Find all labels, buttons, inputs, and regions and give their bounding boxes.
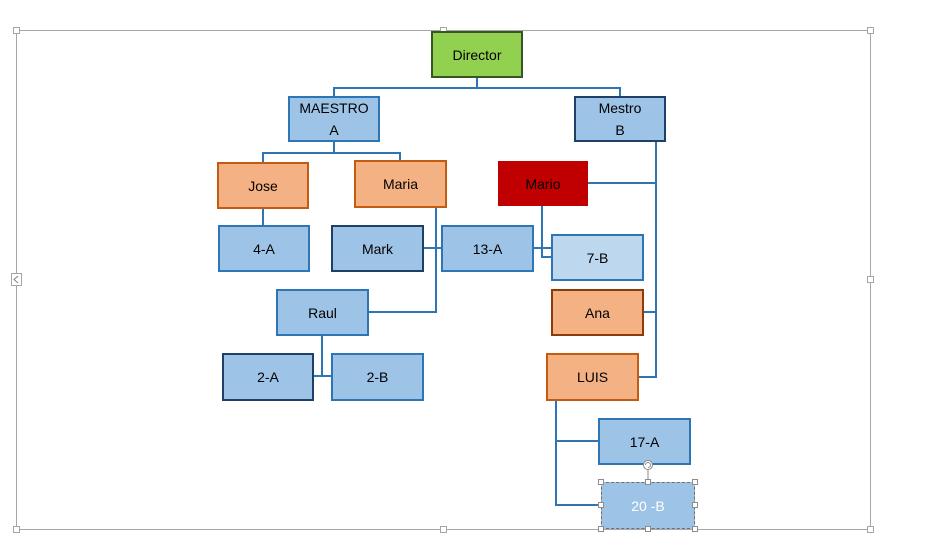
node-maestro-a[interactable]: MAESTRO A bbox=[288, 96, 380, 142]
connector-director-mestro-b bbox=[477, 87, 621, 97]
resize-handle-top-right[interactable] bbox=[692, 479, 698, 485]
node-13a[interactable]: 13-A bbox=[441, 225, 534, 272]
node-mestro-b-label-line1: Mestro bbox=[598, 100, 642, 116]
node-mario-label: Mario bbox=[525, 175, 561, 192]
connector-luis-17a bbox=[555, 400, 599, 442]
node-maestro-a-label-line1: MAESTRO bbox=[299, 100, 369, 116]
node-ana[interactable]: Ana bbox=[551, 289, 644, 336]
node-mestro-b-label-line2: B bbox=[615, 122, 625, 138]
chevron-left-icon[interactable] bbox=[11, 273, 22, 286]
canvas-frame-handles[interactable] bbox=[13, 27, 874, 533]
node-ana-label: Ana bbox=[585, 304, 610, 321]
node-2b[interactable]: 2-B bbox=[331, 353, 424, 401]
node-luis-label: LUIS bbox=[576, 369, 609, 385]
node-4a-label: 4-A bbox=[253, 240, 275, 257]
node-20b[interactable]: 20 -B bbox=[601, 482, 695, 529]
node-jose-label: Jose bbox=[248, 177, 278, 194]
resize-handle-bottom-left[interactable] bbox=[598, 526, 604, 532]
connector-raul-2a bbox=[313, 335, 323, 377]
node-17a-label: 17-A bbox=[629, 433, 660, 450]
connector-mestro-b-luis bbox=[638, 141, 657, 378]
node-17a[interactable]: 17-A bbox=[598, 418, 691, 465]
connector-director-maestro-a bbox=[333, 77, 478, 97]
connectors bbox=[262, 77, 657, 506]
canvas-frame bbox=[16, 30, 871, 530]
connector-maestro-a-maria bbox=[334, 152, 401, 160]
resize-handle-bottom-right[interactable] bbox=[692, 526, 698, 532]
node-mark-label: Mark bbox=[361, 240, 394, 257]
node-director[interactable]: Director bbox=[431, 31, 523, 78]
resize-handle-left[interactable] bbox=[598, 502, 604, 508]
node-2a[interactable]: 2-A bbox=[222, 353, 314, 401]
node-7b-label: 7-B bbox=[586, 249, 609, 266]
node-maria[interactable]: Maria bbox=[354, 160, 447, 208]
node-maria-label: Maria bbox=[382, 176, 418, 192]
connector-maestro-a-jose bbox=[262, 141, 335, 162]
connector-luis-20b bbox=[555, 441, 601, 506]
node-4a[interactable]: 4-A bbox=[218, 225, 310, 272]
node-13a-label: 13-A bbox=[472, 240, 503, 257]
connector-maria-raul bbox=[369, 207, 437, 313]
node-mark[interactable]: Mark bbox=[331, 225, 424, 272]
resize-handle-right[interactable] bbox=[692, 502, 698, 508]
connector-mario-7b bbox=[541, 206, 552, 258]
node-2a-label: 2-A bbox=[257, 369, 279, 385]
node-20b-label: 20 -B bbox=[631, 497, 665, 514]
rotate-icon[interactable] bbox=[642, 459, 654, 471]
node-director-label: Director bbox=[452, 46, 502, 63]
node-raul-label: Raul bbox=[308, 304, 337, 321]
node-maestro-a-label-line2: A bbox=[329, 122, 339, 138]
node-2b-label: 2-B bbox=[366, 369, 389, 385]
node-luis[interactable]: LUIS bbox=[546, 353, 639, 401]
node-jose[interactable]: Jose bbox=[217, 162, 309, 209]
resize-handle-bottom[interactable] bbox=[645, 526, 651, 532]
node-mario[interactable]: Mario bbox=[498, 161, 588, 206]
node-raul[interactable]: Raul bbox=[276, 289, 369, 336]
node-7b[interactable]: 7-B bbox=[551, 234, 644, 281]
resize-handle-top[interactable] bbox=[645, 479, 651, 485]
node-mestro-b[interactable]: Mestro B bbox=[574, 96, 666, 142]
resize-handle-top-left[interactable] bbox=[598, 479, 604, 485]
